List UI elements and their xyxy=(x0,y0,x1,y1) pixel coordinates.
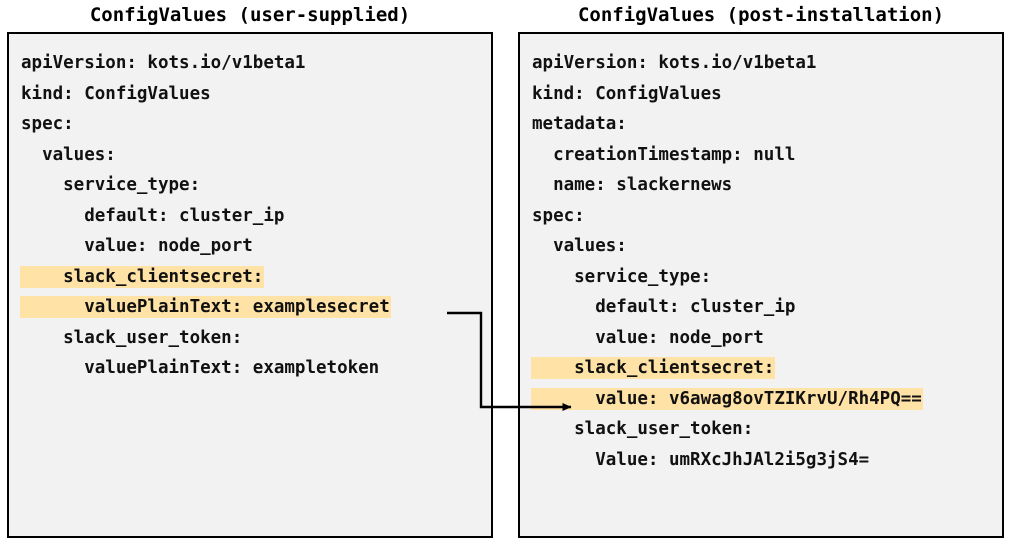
code-line: spec: xyxy=(520,201,1002,232)
code-block-post-installation: apiVersion: kots.io/v1beta1 kind: ConfigV… xyxy=(518,32,1004,538)
code-line: creationTimestamp: null xyxy=(520,140,1002,171)
code-line-text: slack_user_token: xyxy=(21,327,243,348)
code-line-text: service_type: xyxy=(21,175,201,195)
code-line: slack_user_token: xyxy=(520,414,1002,445)
code-line-text: spec: xyxy=(532,205,585,226)
code-line-text: slack_user_token: xyxy=(532,419,754,439)
code-line: values: xyxy=(520,231,1002,262)
panel-title-post-installation: ConfigValues (post-installation) xyxy=(577,4,945,26)
panel-post-installation: ConfigValues (post-installation) apiVers… xyxy=(518,0,1004,538)
code-line: apiVersion: kots.io/v1beta1 xyxy=(9,48,491,79)
code-line: Value: umRXcJhJAl2i5g3jS4= xyxy=(520,445,1002,476)
code-line: valuePlainText: examplesecret xyxy=(9,292,491,323)
code-line: kind: ConfigValues xyxy=(9,79,491,110)
code-line: value: node_port xyxy=(9,231,491,262)
code-line: value: node_port xyxy=(520,323,1002,354)
panel-user-supplied: ConfigValues (user-supplied) apiVersion:… xyxy=(7,0,493,538)
code-line-text: default: cluster_ip xyxy=(532,297,796,317)
code-line-text: slack_clientsecret: xyxy=(21,266,264,287)
code-line-text: Value: umRXcJhJAl2i5g3jS4= xyxy=(532,449,870,470)
code-line: kind: ConfigValues xyxy=(520,79,1002,110)
code-line-text: values: xyxy=(532,236,627,256)
code-line: spec: xyxy=(9,109,491,140)
code-line-text: value: node_port xyxy=(532,327,764,348)
code-line-text: creationTimestamp: null xyxy=(532,144,796,165)
code-line: service_type: xyxy=(520,262,1002,293)
code-line: value: v6awag8ovTZIKrvU/Rh4PQ== xyxy=(520,384,1002,415)
code-line-text: default: cluster_ip xyxy=(21,205,285,226)
panel-title-user-supplied: ConfigValues (user-supplied) xyxy=(89,4,411,26)
code-line: slack_clientsecret: xyxy=(9,262,491,293)
code-line-text: slack_clientsecret: xyxy=(532,358,775,378)
code-line-text: apiVersion: kots.io/v1beta1 xyxy=(21,53,306,73)
code-line: default: cluster_ip xyxy=(520,292,1002,323)
code-line-text: service_type: xyxy=(532,266,712,287)
code-line: values: xyxy=(9,140,491,171)
code-line: apiVersion: kots.io/v1beta1 xyxy=(520,48,1002,79)
code-line-text: apiVersion: kots.io/v1beta1 xyxy=(532,53,817,73)
code-line-text: values: xyxy=(21,144,116,165)
code-line: service_type: xyxy=(9,170,491,201)
code-line: slack_user_token: xyxy=(9,323,491,354)
code-line: name: slackernews xyxy=(520,170,1002,201)
code-line-text: spec: xyxy=(21,114,74,134)
code-line-text: metadata: xyxy=(532,114,627,134)
code-line-text: value: v6awag8ovTZIKrvU/Rh4PQ== xyxy=(532,388,922,409)
code-line-text: kind: ConfigValues xyxy=(21,83,211,104)
code-block-user-supplied: apiVersion: kots.io/v1beta1 kind: ConfigV… xyxy=(7,32,493,538)
code-line: valuePlainText: exampletoken xyxy=(9,353,491,384)
code-line-text: valuePlainText: examplesecret xyxy=(21,297,390,317)
code-line: default: cluster_ip xyxy=(9,201,491,232)
code-line: metadata: xyxy=(520,109,1002,140)
code-line: slack_clientsecret: xyxy=(520,353,1002,384)
code-line-text: valuePlainText: exampletoken xyxy=(21,358,380,378)
code-line-text: name: slackernews xyxy=(532,175,733,195)
code-line-text: kind: ConfigValues xyxy=(532,83,722,104)
code-line-text: value: node_port xyxy=(21,236,253,256)
